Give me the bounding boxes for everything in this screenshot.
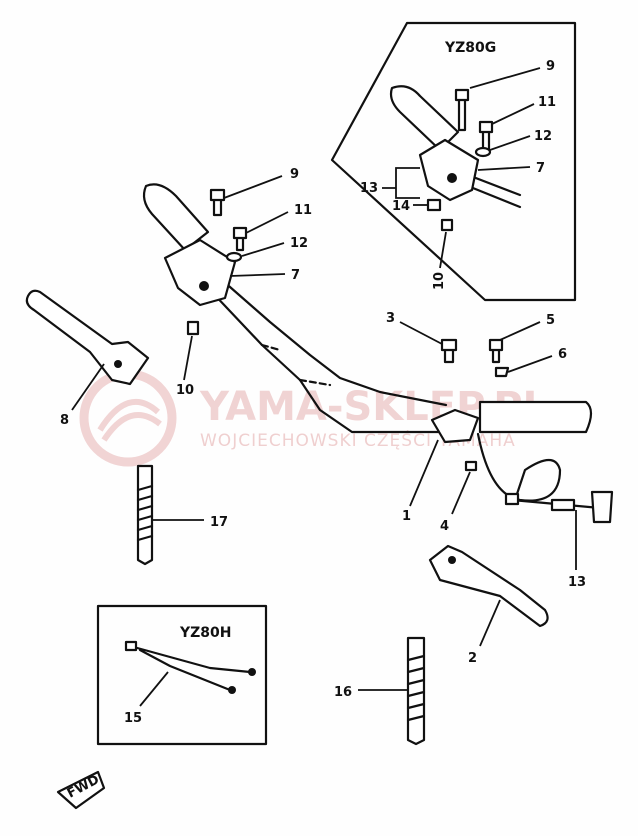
inset-yz80h-wire bbox=[128, 644, 252, 692]
callout-8: 8 bbox=[60, 413, 69, 428]
leader-12 bbox=[241, 242, 285, 257]
cable-band-16-ribs bbox=[406, 654, 426, 722]
callout-16: 16 bbox=[334, 685, 352, 700]
clutch-lever bbox=[25, 289, 150, 386]
bolt-9 bbox=[209, 188, 226, 217]
callout-6: 6 bbox=[558, 347, 567, 362]
fwd-arrow-shape bbox=[56, 770, 106, 810]
inset-yz80g-title: YZ80G bbox=[444, 40, 496, 56]
callout-yz80g-9: 9 bbox=[546, 59, 555, 74]
nut-10 bbox=[186, 320, 200, 336]
callout-yz80g-11: 11 bbox=[538, 95, 556, 110]
callout-10: 10 bbox=[176, 383, 194, 398]
inset-nut-10 bbox=[440, 218, 454, 232]
inset-yz80h-title: YZ80H bbox=[179, 625, 232, 641]
callout-12: 12 bbox=[290, 236, 308, 251]
callout-11: 11 bbox=[294, 203, 312, 218]
left-clamp bbox=[163, 238, 237, 307]
leader-2 bbox=[479, 599, 501, 647]
inset-yz80h-terminal-b bbox=[228, 686, 236, 694]
leader-3 bbox=[399, 321, 443, 345]
callout-5: 5 bbox=[546, 313, 555, 328]
inset-yz80g-frame bbox=[330, 21, 577, 302]
inset-bolt-11 bbox=[478, 120, 494, 152]
inset-bolt-9 bbox=[454, 88, 470, 132]
callout-yz80g-13: 13 bbox=[360, 181, 378, 196]
brake-lever-pivot bbox=[448, 556, 456, 564]
inset-yz80h: YZ80H 15 bbox=[96, 604, 268, 746]
inset-leader-7 bbox=[477, 166, 531, 171]
leader-1 bbox=[409, 439, 439, 507]
inset-bolt-14 bbox=[426, 198, 442, 212]
inset-clamp-hole bbox=[447, 173, 457, 183]
callout-3: 3 bbox=[386, 311, 395, 326]
callout-yz80g-10: 10 bbox=[432, 272, 447, 290]
leader-5 bbox=[499, 321, 541, 341]
kill-switch bbox=[590, 490, 614, 524]
leader-7 bbox=[229, 273, 286, 277]
inset-yz80h-connector-a bbox=[124, 640, 138, 652]
callout-15: 15 bbox=[124, 711, 142, 726]
cable-band-16 bbox=[406, 636, 426, 746]
callout-4: 4 bbox=[440, 519, 449, 534]
callout-17: 17 bbox=[210, 515, 228, 530]
leader-9 bbox=[223, 175, 283, 199]
brake-lever bbox=[428, 544, 549, 628]
clutch-lever-pivot bbox=[114, 360, 122, 368]
right-clamp bbox=[430, 408, 480, 444]
leader-10 bbox=[183, 335, 193, 381]
callout-yz80g-7: 7 bbox=[536, 161, 545, 176]
inset-leader-11 bbox=[491, 103, 535, 125]
inset-yz80h-leader-15 bbox=[139, 671, 169, 707]
handlebar-tube-lower bbox=[208, 288, 442, 434]
bolt-5 bbox=[488, 338, 504, 364]
handlebar-assembly: 9 11 12 7 10 8 3 5 6 1 4 13 2 17 16 bbox=[25, 167, 614, 746]
inset-leader-10 bbox=[439, 231, 447, 269]
inset-yz80h-terminal-a bbox=[248, 668, 256, 676]
callout-yz80g-14: 14 bbox=[392, 199, 410, 214]
cable-band-17 bbox=[136, 464, 154, 566]
bolt-3 bbox=[440, 338, 458, 364]
clip-6 bbox=[494, 366, 510, 378]
callout-7: 7 bbox=[291, 268, 300, 283]
leader-6 bbox=[507, 355, 553, 373]
left-clamp-hole bbox=[199, 281, 209, 291]
right-grip bbox=[478, 400, 593, 434]
leader-8 bbox=[71, 363, 105, 411]
handlebar-crossbar bbox=[260, 343, 332, 387]
inset-leader-13 bbox=[382, 167, 420, 199]
callout-2: 2 bbox=[468, 651, 477, 666]
inset-yz80g: YZ80G 9 11 12 7 13 14 10 bbox=[330, 21, 577, 302]
fwd-arrow: FWD bbox=[56, 770, 106, 810]
inset-yz80h-frame bbox=[96, 604, 268, 746]
callout-9: 9 bbox=[290, 167, 299, 182]
callout-1: 1 bbox=[402, 509, 411, 524]
washer-12 bbox=[225, 251, 243, 263]
callout-13: 13 bbox=[568, 575, 586, 590]
part-4 bbox=[464, 460, 478, 472]
inset-leader-9 bbox=[469, 67, 541, 89]
leader-11 bbox=[245, 211, 289, 234]
inset-grip bbox=[389, 85, 460, 152]
inset-washer-12 bbox=[474, 146, 492, 158]
inset-clamp bbox=[418, 138, 480, 202]
inset-leader-12 bbox=[489, 135, 531, 151]
callout-yz80g-12: 12 bbox=[534, 129, 552, 144]
kill-switch-connectors bbox=[504, 492, 576, 512]
bolt-11 bbox=[232, 226, 248, 252]
cable-band-17-ribs bbox=[136, 484, 154, 542]
handlebar-tube-upper bbox=[220, 278, 448, 407]
leader-4 bbox=[451, 471, 471, 515]
